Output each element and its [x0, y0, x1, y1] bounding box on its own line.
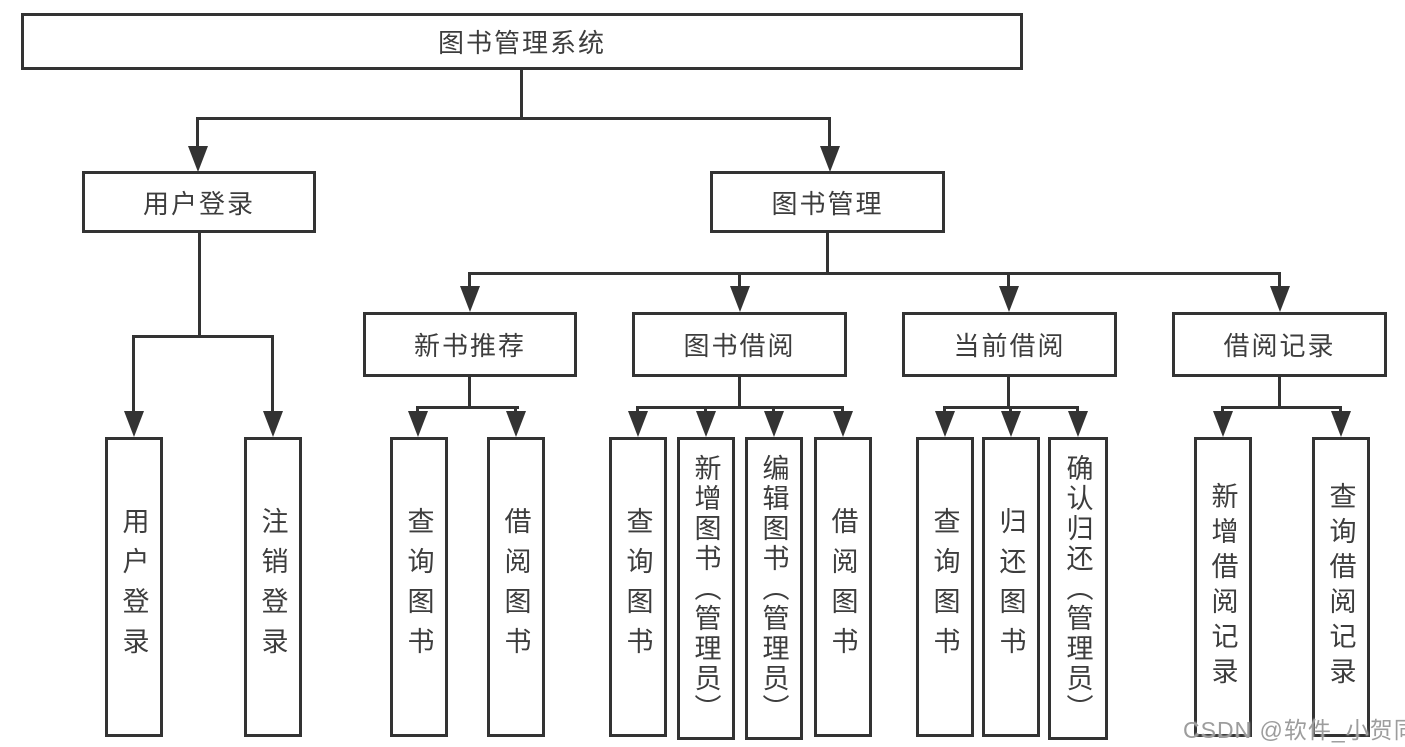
connector-line — [1278, 375, 1281, 409]
connector-line — [1007, 272, 1010, 290]
leaf-edit-books-admin: 编辑图书（管理员） — [745, 437, 803, 740]
connector-line — [468, 272, 471, 290]
arrow-down-icon — [460, 286, 480, 312]
node-book-management: 图书管理 — [710, 171, 945, 233]
csdn-watermark: CSDN @软件_小贺同学 — [1183, 717, 1405, 743]
node-user-login: 用户登录 — [82, 171, 316, 233]
arrow-down-icon — [188, 146, 208, 172]
connector-line — [468, 272, 1281, 275]
node-library-management-system: 图书管理系统 — [21, 13, 1023, 70]
node-new-book-recommendation: 新书推荐 — [363, 312, 577, 377]
leaf-borrow-books-recommend: 借阅图书 — [487, 437, 545, 737]
node-borrowing-records: 借阅记录 — [1172, 312, 1387, 377]
arrow-down-icon — [820, 146, 840, 172]
leaf-return-books: 归还图书 — [982, 437, 1040, 737]
arrow-down-icon — [628, 411, 648, 437]
arrow-down-icon — [124, 411, 144, 437]
arrow-down-icon — [263, 411, 283, 437]
leaf-search-books-recommend: 查询图书 — [390, 437, 448, 737]
connector-line — [271, 335, 274, 415]
connector-line — [1278, 272, 1281, 290]
leaf-search-books-current: 查询图书 — [916, 437, 974, 737]
arrow-down-icon — [833, 411, 853, 437]
leaf-search-books-borrowing: 查询图书 — [609, 437, 667, 737]
connector-line — [738, 375, 741, 409]
arrow-down-icon — [935, 411, 955, 437]
arrow-down-icon — [1213, 411, 1233, 437]
connector-line — [416, 406, 519, 409]
leaf-logout: 注销登录 — [244, 437, 302, 737]
arrow-down-icon — [1270, 286, 1290, 312]
arrow-down-icon — [730, 286, 750, 312]
arrow-down-icon — [1331, 411, 1351, 437]
leaf-user-login: 用户登录 — [105, 437, 163, 737]
connector-line — [636, 406, 844, 409]
connector-line — [1007, 375, 1010, 409]
connector-line — [132, 335, 135, 415]
connector-line — [738, 272, 741, 290]
node-book-borrowing: 图书借阅 — [632, 312, 847, 377]
connector-line — [1221, 406, 1342, 409]
connector-line — [196, 117, 199, 149]
leaf-add-books-admin: 新增图书（管理员） — [677, 437, 735, 740]
arrow-down-icon — [696, 411, 716, 437]
arrow-down-icon — [408, 411, 428, 437]
leaf-borrow-books: 借阅图书 — [814, 437, 872, 737]
connector-line — [468, 375, 471, 409]
connector-line — [132, 335, 274, 338]
leaf-confirm-return-admin: 确认归还（管理员） — [1048, 437, 1108, 740]
arrow-down-icon — [1001, 411, 1021, 437]
arrow-down-icon — [506, 411, 526, 437]
node-current-borrowing: 当前借阅 — [902, 312, 1117, 377]
arrow-down-icon — [999, 286, 1019, 312]
arrow-down-icon — [764, 411, 784, 437]
leaf-add-borrow-record: 新增借阅记录 — [1194, 437, 1252, 737]
connector-line — [520, 69, 523, 119]
connector-line — [198, 233, 201, 337]
connector-line — [826, 233, 829, 275]
leaf-search-borrow-record: 查询借阅记录 — [1312, 437, 1370, 737]
connector-line — [828, 117, 831, 149]
connector-line — [196, 117, 831, 120]
arrow-down-icon — [1068, 411, 1088, 437]
